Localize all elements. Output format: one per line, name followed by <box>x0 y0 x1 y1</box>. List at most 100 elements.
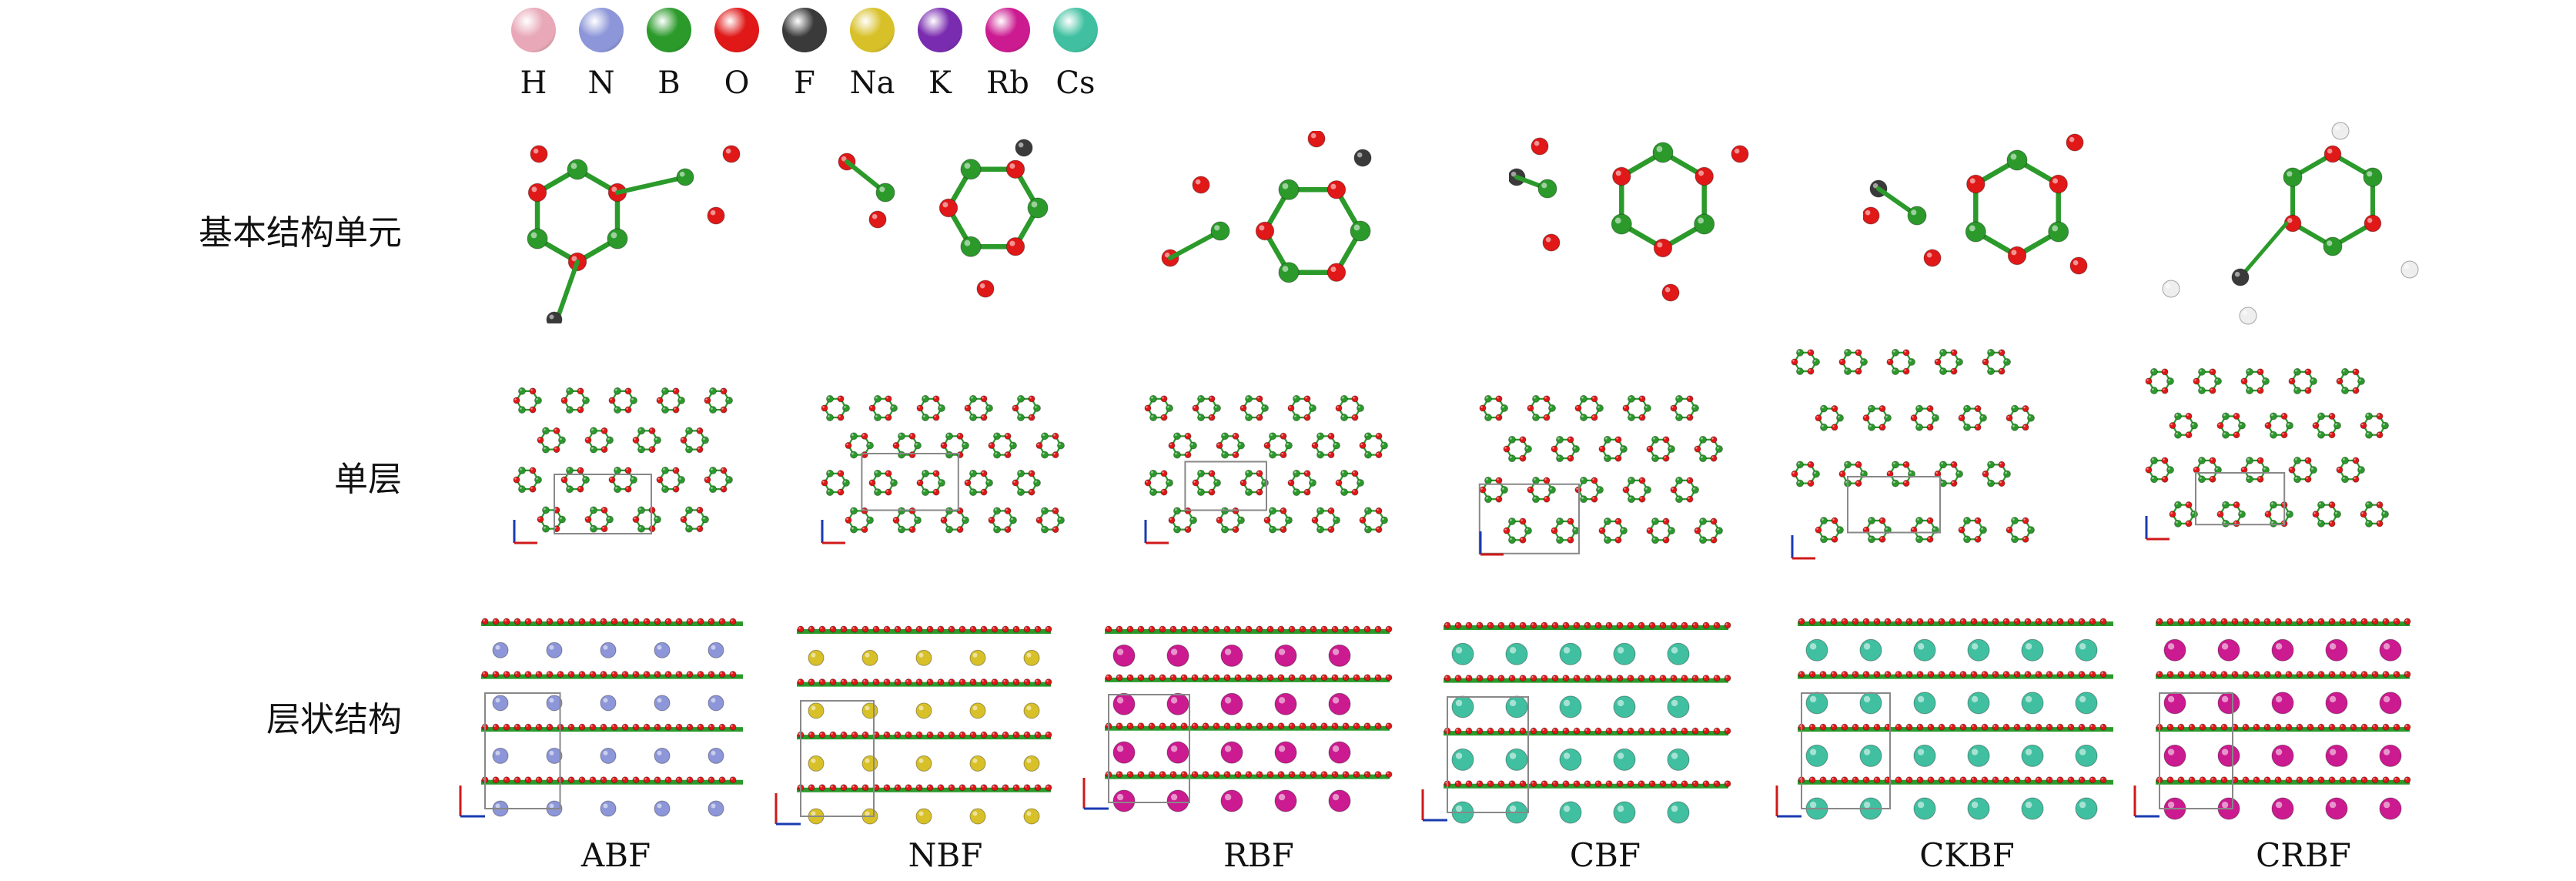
boron-atom <box>534 476 542 484</box>
oxygen-atom <box>1926 517 1934 524</box>
chain-atom <box>1454 675 1462 682</box>
chain-atom <box>872 625 880 633</box>
chain-atom <box>1530 780 1537 788</box>
chain-atom <box>1519 621 1527 629</box>
chain-atom <box>2089 618 2096 625</box>
chain-atom <box>840 625 848 633</box>
oxygen-atom <box>1327 526 1335 534</box>
chain-atom <box>1862 671 1870 678</box>
boron-atom <box>1987 461 1995 469</box>
oxygen-atom <box>1280 526 1287 534</box>
boron-atom <box>1939 367 1947 376</box>
chain-atom <box>1905 776 1913 784</box>
oxygen-atom <box>2022 517 2029 524</box>
oxygen-atom <box>1815 526 1822 534</box>
chain-atom <box>632 723 640 731</box>
oxygen-atom <box>2233 431 2240 439</box>
chain-atom <box>524 776 532 784</box>
oxygen-atom <box>1160 414 1168 421</box>
oxygen-atom <box>2185 412 2193 420</box>
chain-atom <box>2067 723 2075 731</box>
chain-atom <box>2274 671 2282 678</box>
boron-atom <box>2317 519 2325 528</box>
chain-atom <box>1002 625 1009 633</box>
fluorine-atom <box>1353 149 1372 167</box>
chain-atom <box>589 671 597 678</box>
oxygen-atom <box>861 432 868 440</box>
chain-atom <box>829 678 837 686</box>
boron-atom <box>866 441 874 450</box>
chain-atom <box>2231 671 2239 678</box>
cation-atom <box>1559 642 1582 665</box>
oxygen-atom <box>2352 387 2360 394</box>
oxygen-atom <box>720 467 728 474</box>
chain-atom <box>1385 722 1393 730</box>
stack-ckbf <box>1771 601 2125 832</box>
chain-atom <box>1342 625 1350 633</box>
oxygen-atom <box>1232 432 1239 440</box>
unit-cell <box>1478 483 1580 554</box>
chain-atom <box>1245 722 1253 730</box>
boron-atom <box>2317 430 2325 439</box>
oxygen-atom <box>584 436 592 444</box>
oxygen-atom <box>1950 480 1958 487</box>
boron-atom <box>1965 221 1986 243</box>
chain-atom <box>1616 621 1624 629</box>
chain-atom <box>611 618 618 625</box>
chain-atom <box>1713 675 1721 682</box>
boron-atom <box>566 387 574 395</box>
chain-atom <box>1895 723 1902 731</box>
boron-atom <box>542 506 550 514</box>
oxygen-atom <box>707 206 725 225</box>
oxygen-atom <box>2328 501 2336 509</box>
chain-atom <box>1497 675 1505 682</box>
boron-atom <box>1189 516 1197 524</box>
oxygen-atom <box>1503 527 1510 534</box>
oxygen-atom <box>885 395 892 403</box>
oxygen-atom <box>1208 488 1216 496</box>
chain-atom <box>1180 722 1188 730</box>
oxygen-atom <box>1280 507 1287 514</box>
oxygen-atom <box>2328 412 2336 420</box>
oxygen-atom <box>1551 527 1558 534</box>
chain-atom <box>632 776 640 784</box>
boron-atom <box>1364 432 1372 440</box>
chain-atom <box>1159 722 1166 730</box>
chain-atom <box>2024 723 2032 731</box>
chain-atom <box>2210 776 2217 784</box>
stack-rbf <box>1078 608 1401 824</box>
chain-atom <box>2156 671 2163 678</box>
chain-atom <box>1713 621 1721 629</box>
cation-atom <box>1913 638 1936 662</box>
boron-atom <box>2333 510 2341 518</box>
chain-atom <box>2371 723 2379 731</box>
oxygen-atom <box>696 506 704 514</box>
chain-atom <box>1670 780 1678 788</box>
chain-atom <box>1126 722 1134 730</box>
cation-atom <box>1023 649 1040 666</box>
boron-atom <box>637 445 645 454</box>
chain-atom <box>1584 675 1591 682</box>
legend-item-n: N <box>570 8 632 100</box>
chain-atom <box>1959 671 1967 678</box>
boron-atom <box>1269 451 1276 459</box>
cation-atom <box>708 641 724 658</box>
cation-atom <box>2271 692 2294 715</box>
oxygen-atom <box>908 451 916 459</box>
fluorine-atom <box>546 311 563 323</box>
boron-atom <box>1699 517 1707 525</box>
boron-atom <box>1820 423 1828 431</box>
unit-structure-nbf <box>831 131 1109 323</box>
oxygen-atom <box>1287 479 1295 487</box>
boron-atom <box>1357 478 1364 487</box>
chain-atom <box>2307 776 2314 784</box>
chain-atom <box>675 671 683 678</box>
boron-atom <box>590 427 597 435</box>
chain-atom <box>1819 723 1827 731</box>
chain-atom <box>621 671 629 678</box>
boron-atom <box>938 478 945 487</box>
boron-atom <box>2003 358 2011 366</box>
boron-atom <box>1364 451 1372 459</box>
boron-atom <box>1537 179 1557 199</box>
chain-atom <box>1508 675 1516 682</box>
